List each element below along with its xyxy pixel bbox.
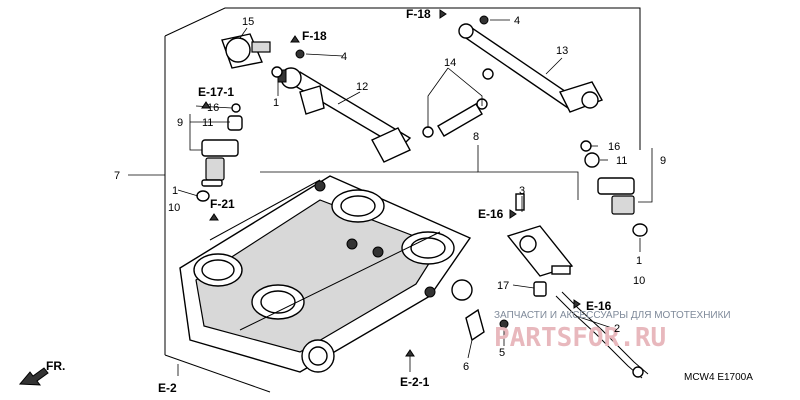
callout-13: 13 [556, 45, 568, 57]
reference-arrows [201, 9, 581, 357]
ref-e2: E-2 [158, 381, 177, 395]
bracket-8 [477, 145, 579, 200]
sensor-assembly [506, 193, 574, 297]
ref-e2-1: E-2-1 [400, 375, 430, 389]
small-parts-5-6 [465, 308, 509, 342]
callout-9-right: 9 [660, 155, 666, 167]
callout-3: 3 [519, 185, 525, 197]
hose-2 [555, 291, 649, 379]
callout-6: 6 [463, 361, 469, 373]
callout-2: 2 [614, 323, 620, 335]
ref-e16-bottom: E-16 [586, 299, 612, 313]
callout-16-right: 16 [608, 141, 620, 153]
callout-12: 12 [356, 81, 368, 93]
callout-4-left: 4 [341, 51, 347, 63]
callout-14: 14 [444, 57, 456, 69]
ref-e17-1: E-17-1 [198, 85, 234, 99]
fuel-rail-13 [458, 15, 604, 113]
callout-1-right: 1 [636, 255, 642, 267]
ref-f21: F-21 [210, 197, 235, 211]
front-direction-arrow [18, 367, 49, 386]
direction-label: FR. [46, 359, 65, 373]
callout-10-right: 10 [633, 275, 645, 287]
assembly-boundary [164, 7, 641, 150]
callout-11-right: 11 [616, 155, 627, 167]
watermark-logo: PARTSFOR.RU [494, 323, 666, 353]
pressure-regulator-15 [221, 33, 305, 78]
callout-4-right: 4 [514, 15, 520, 27]
callout-7: 7 [114, 170, 120, 182]
callout-11-left: 11 [202, 117, 213, 129]
ref-e16-top: E-16 [478, 207, 504, 221]
callout-1-left: 1 [172, 185, 178, 197]
ref-f18-left: F-18 [302, 29, 327, 43]
injector-right-11 [580, 140, 648, 237]
callout-1-top: 1 [273, 97, 279, 109]
callout-10-left: 10 [168, 202, 180, 214]
callout-8: 8 [473, 131, 479, 143]
callout-15: 15 [242, 16, 254, 28]
leader-lines [177, 19, 653, 376]
diagram-code: MCW4 E1700A [684, 372, 753, 383]
fuel-rail-12 [277, 67, 412, 163]
callout-17: 17 [497, 280, 509, 292]
throttle-body-assembly [179, 175, 473, 373]
callout-5: 5 [499, 347, 505, 359]
callout-9-left: 9 [177, 117, 183, 129]
watermark-text: ЗАПЧАСТИ И АКСЕССУАРЫ ДЛЯ МОТОТЕХНИКИ [494, 310, 731, 321]
callout-16-left: 16 [207, 102, 219, 114]
assembly-boundary-bottom [164, 354, 271, 393]
ref-f18-top: F-18 [406, 7, 431, 21]
